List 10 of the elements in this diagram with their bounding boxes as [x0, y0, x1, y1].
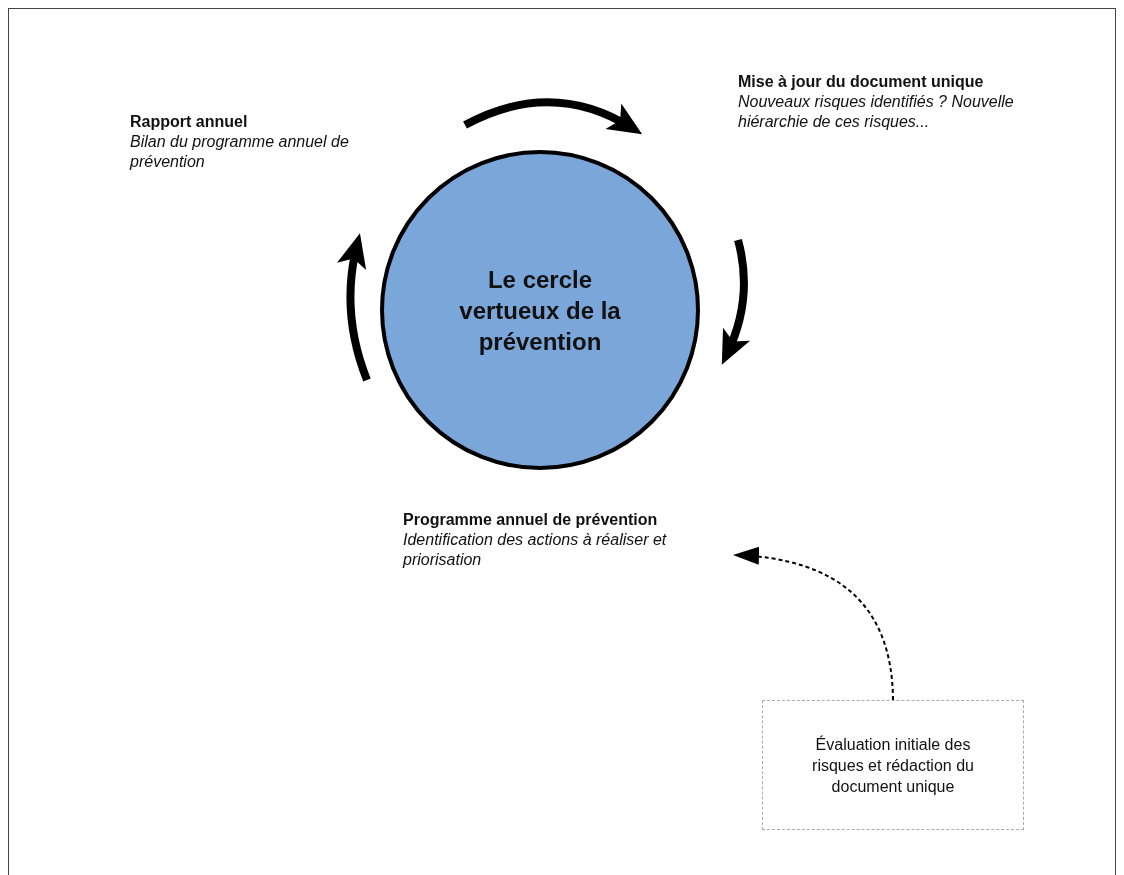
stage-heading: Mise à jour du document unique [738, 72, 985, 92]
arrow [733, 547, 894, 701]
dashed-box [762, 700, 1024, 830]
stage-heading: Rapport annuel [130, 112, 249, 132]
stage-description: Nouveaux risques identifiés ? Nouvelle hiérarchie de ces risques... [738, 92, 1015, 132]
stage-heading: Programme annuel de prévention [403, 510, 659, 530]
stage-description: Identification des actions à réaliser et priorisation [403, 530, 668, 570]
stage-description: Bilan du programme annuel de prévention [130, 132, 350, 172]
box-text: Évaluation initiale des risques et rédaction du document unique [811, 734, 975, 797]
circle-title: Le cercle vertueux de la prévention [458, 264, 622, 357]
